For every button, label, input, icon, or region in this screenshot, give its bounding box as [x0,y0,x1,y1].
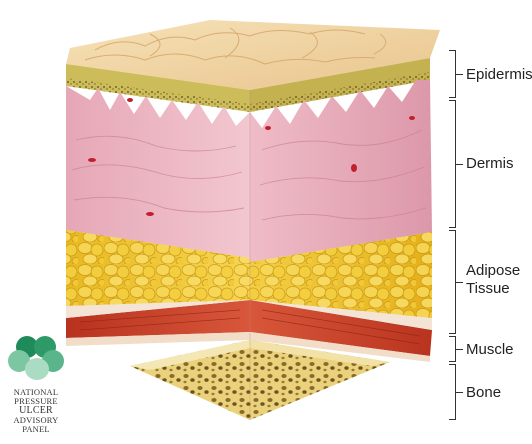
adipose-label-line-2: Tissue [466,280,520,298]
muscle-label: Muscle [466,341,514,359]
bone-bracket [449,364,456,420]
dermis-left [66,86,250,258]
adipose-label-line-1: Adipose [466,262,520,280]
epidermis-label: Epidermis [466,66,532,84]
muscle-bracket [449,336,456,362]
logo-line-5: PANEL [4,425,68,434]
logo-line-3: ULCER [4,406,68,415]
epidermis-bracket [449,50,456,98]
dermis-label: Dermis [466,155,514,173]
npuap-logo: NATIONAL PRESSURE ULCER ADVISORY PANEL [4,336,74,444]
dermis-bracket [449,100,456,228]
bone-left [130,340,250,420]
logo-circle-bottom [25,358,49,380]
bone-label: Bone [466,384,501,402]
adipose-bracket [449,230,456,334]
dermis-right [250,80,432,262]
adipose-tissue-label: Adipose Tissue [466,262,520,298]
